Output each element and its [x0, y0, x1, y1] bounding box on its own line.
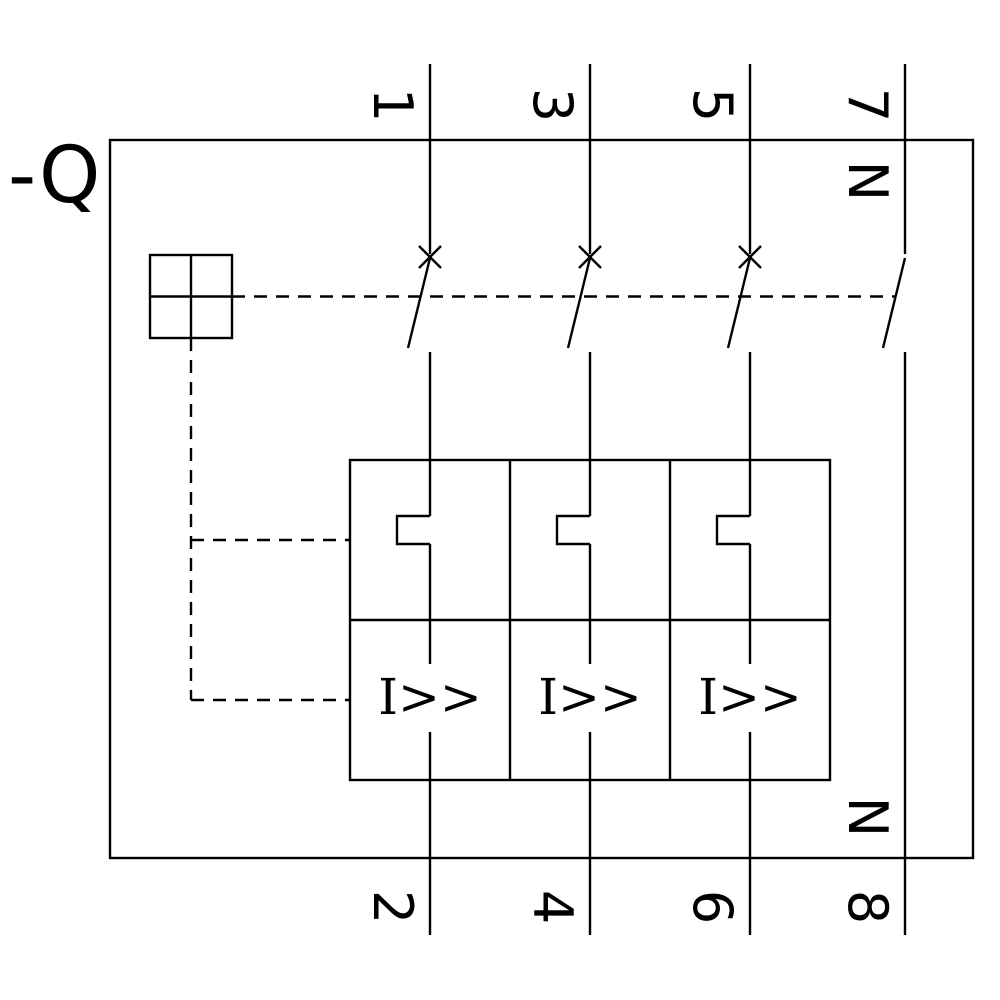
device-outline — [108, 138, 975, 860]
diagram-linework — [108, 64, 975, 935]
terminal-label-top-neutral: N — [836, 161, 899, 201]
pole-neutral — [881, 64, 907, 935]
terminal-label-bottom-6: 6 — [681, 890, 744, 924]
terminal-label-bottom-4: 4 — [521, 890, 584, 924]
pole-1-contact-blade — [406, 257, 432, 349]
pole-3-thermal-release-symbol — [715, 514, 750, 546]
terminal-label-bottom-2: 2 — [361, 890, 424, 924]
breaker-contact-cross-icon — [578, 245, 602, 269]
pole-n-contact-blade — [881, 257, 907, 349]
terminal-label-top-7: 7 — [836, 88, 899, 122]
device-designation-label: -Q — [8, 131, 100, 221]
diagram-labels: -Q 1 3 5 7 N 2 4 6 8 N I>> I>> I>> — [8, 88, 899, 924]
pole-2-contact-blade — [566, 257, 592, 349]
pole-2-thermal-release-symbol — [555, 514, 590, 546]
terminal-label-top-3: 3 — [521, 88, 584, 122]
terminal-label-bottom-8: 8 — [836, 890, 899, 924]
pole-3 — [715, 64, 762, 935]
pole-1 — [395, 64, 442, 935]
pole-3-contact-blade — [726, 257, 752, 349]
mechanical-coupling-lines — [189, 295, 896, 702]
actuator-symbol — [148, 253, 234, 340]
magnetic-release-label-2: I>> — [538, 668, 642, 726]
breaker-contact-cross-icon — [738, 245, 762, 269]
terminal-label-top-5: 5 — [681, 88, 744, 122]
terminal-label-top-1: 1 — [361, 88, 424, 122]
terminal-label-bottom-neutral: N — [836, 797, 899, 837]
breaker-contact-cross-icon — [418, 245, 442, 269]
magnetic-release-label-3: I>> — [698, 668, 802, 726]
magnetic-release-label-1: I>> — [378, 668, 482, 726]
pole-1-thermal-release-symbol — [395, 514, 430, 546]
pole-2 — [555, 64, 602, 935]
